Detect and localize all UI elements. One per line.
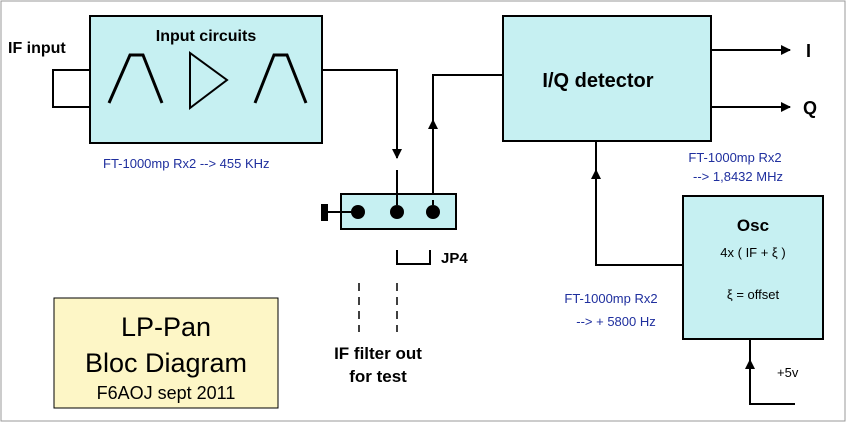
amplifier-icon xyxy=(189,51,229,111)
input-circuits-title: Input circuits xyxy=(156,28,257,45)
bandpass-filter-2-icon xyxy=(253,53,308,104)
supply-label: +5v xyxy=(777,365,799,380)
title-line2: Bloc Diagram xyxy=(85,348,247,378)
jumper-cap xyxy=(321,204,328,221)
jumper-pin-1 xyxy=(351,205,365,219)
input-circuits-block: Input circuits xyxy=(89,15,323,144)
jp4-label: JP4 xyxy=(441,250,468,267)
title-line3: F6AOJ sept 2011 xyxy=(97,383,236,403)
osc-to-detector-arrow xyxy=(591,169,683,266)
title-block xyxy=(53,297,279,409)
osc-note-line2: --> + 5800 Hz xyxy=(576,314,656,329)
osc-block xyxy=(682,195,824,340)
detector-note-line2: --> 1,8432 MHz xyxy=(693,169,783,184)
filter-out-line1: IF filter out xyxy=(334,344,422,363)
signal-to-jumper xyxy=(322,69,402,159)
osc-formula: 4x ( IF + ξ ) xyxy=(720,245,785,260)
iq-detector-label: I/Q detector xyxy=(542,70,653,92)
osc-title: Osc xyxy=(737,216,769,235)
if-input-loop xyxy=(52,69,90,108)
filter-out-line2: for test xyxy=(349,367,407,386)
title-line1: LP-Pan xyxy=(121,312,211,342)
jumper-pin-3 xyxy=(426,205,440,219)
osc-note-line1: FT-1000mp Rx2 xyxy=(564,291,657,306)
supply-arrow xyxy=(745,359,795,405)
output-q-label: Q xyxy=(803,98,817,118)
iq-detector-block xyxy=(502,15,712,142)
detector-note-line1: FT-1000mp Rx2 xyxy=(688,150,781,165)
input-note: FT-1000mp Rx2 --> 455 KHz xyxy=(103,156,270,171)
jp4-bracket xyxy=(396,250,431,265)
signal-to-detector xyxy=(432,74,503,121)
osc-offset: ξ = offset xyxy=(727,287,780,302)
jumper-jp4 xyxy=(321,170,457,230)
if-input-label: IF input xyxy=(8,40,66,57)
output-i-label: I xyxy=(806,41,811,61)
jumper-pin-2 xyxy=(390,205,404,219)
bandpass-filter-1-icon xyxy=(107,53,164,104)
